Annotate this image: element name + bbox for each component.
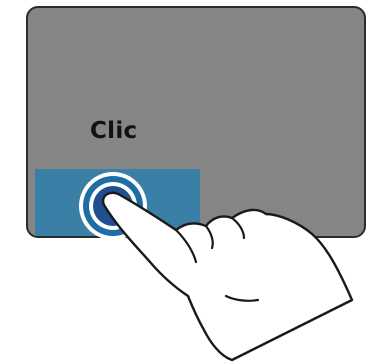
touchpad-icon <box>26 6 366 238</box>
tap-zone <box>35 169 200 238</box>
gesture-label: Clic <box>90 120 137 143</box>
